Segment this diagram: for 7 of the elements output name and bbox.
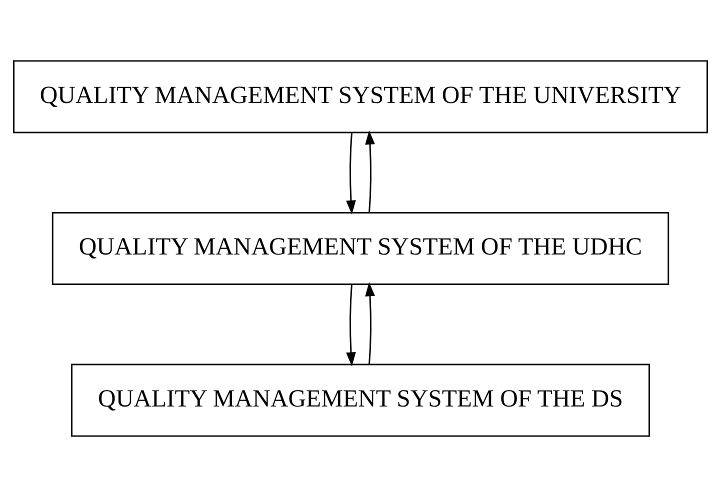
arrow: [365, 282, 375, 364]
node-box: QUALITY MANAGEMENT SYSTEM OF THE UDHC: [52, 212, 670, 286]
node-box: QUALITY MANAGEMENT SYSTEM OF THE DS: [71, 364, 650, 437]
node-box: QUALITY MANAGEMENT SYSTEM OF THE UNIVERSITY: [13, 60, 708, 134]
arrow: [346, 132, 356, 215]
arrow: [346, 284, 356, 366]
arrow: [365, 130, 375, 212]
